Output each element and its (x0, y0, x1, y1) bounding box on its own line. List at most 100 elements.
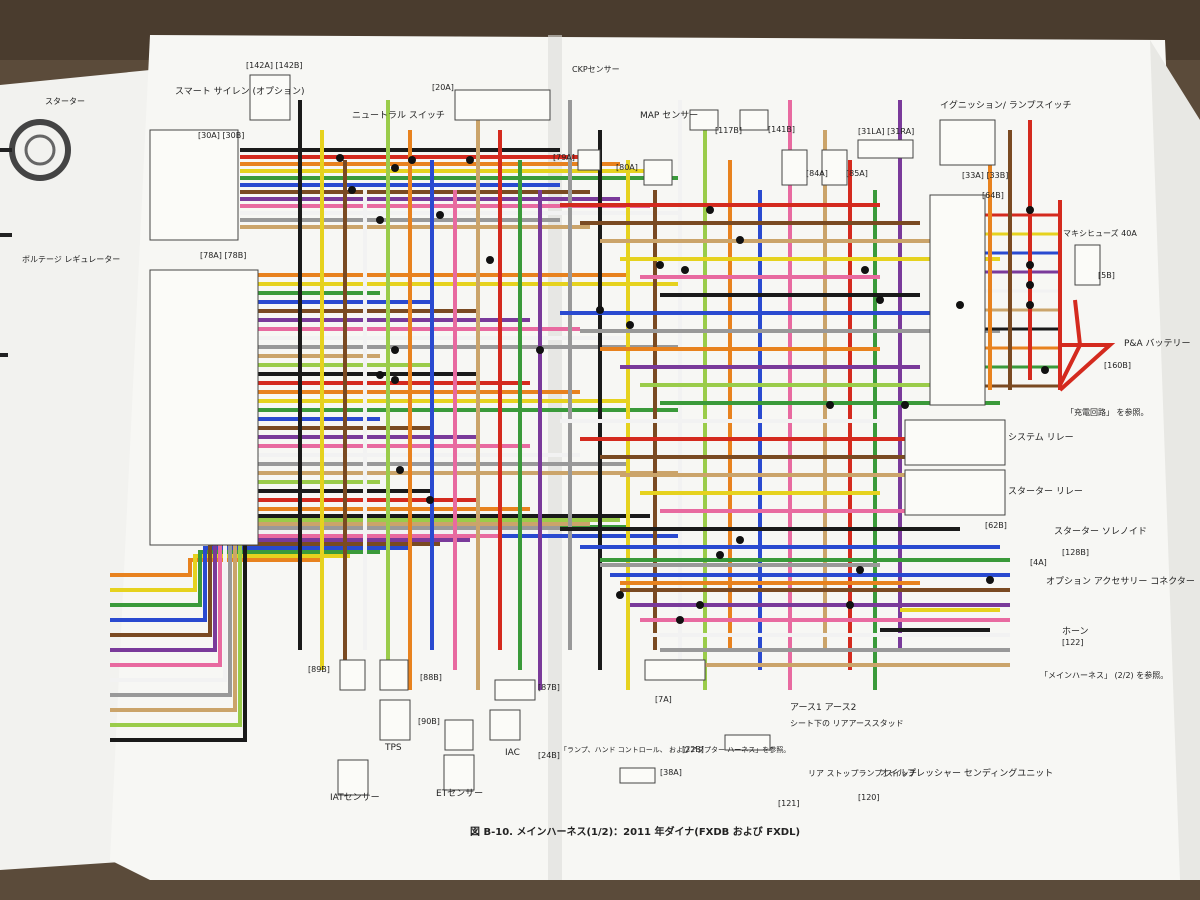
splice-dot (616, 591, 624, 599)
connector-78: [78A] [78B] (200, 251, 246, 260)
wire (110, 538, 470, 652)
connector-blocks (149, 74, 1101, 796)
battery-label: P&A バッテリー (1124, 338, 1190, 349)
wire (1058, 299, 1083, 386)
wire (110, 522, 590, 712)
splice-dot (436, 211, 444, 219)
connector-79a: [79A] (553, 153, 575, 162)
splice-dot (486, 256, 494, 264)
splice-dot (706, 206, 714, 214)
tps-label: TPS (384, 743, 402, 753)
connector-22b: [22B] (682, 745, 704, 754)
iat-sensor-label: IATセンサー (330, 792, 380, 803)
connector-7a: [7A] (655, 695, 672, 704)
splice-dot (466, 156, 474, 164)
connector-90 (444, 719, 474, 751)
figure-caption: 図 B-10. メインハーネス(1/2)：2011 年ダイナ(FXDB および … (470, 825, 800, 838)
connector-62b: [62B] (985, 521, 1007, 530)
connector-31 (857, 139, 914, 159)
connector-4a: [4A] (1030, 558, 1047, 567)
splice-dot (1026, 281, 1034, 289)
connector-38 (619, 767, 656, 784)
lamp-ref-label-1: 「ランプ、ハンド コントロール、 およびアダプター ハーネス」を参照。 (560, 745, 790, 754)
wire (110, 558, 320, 577)
connector-122: [122] (1062, 638, 1084, 647)
splice-dot (716, 551, 724, 559)
connector-85a: [85A] (846, 169, 868, 178)
wire (110, 534, 500, 667)
map-sensor-label: MAP センサー (640, 110, 698, 121)
splice-dot (376, 371, 384, 379)
connector-117 (689, 109, 719, 131)
connector-38a: [38A] (660, 768, 682, 777)
wire (110, 526, 560, 697)
wire (110, 542, 440, 637)
et-body (443, 754, 475, 791)
connector-24b: [24B] (538, 751, 560, 760)
splice-dot (846, 601, 854, 609)
wire (1058, 343, 1116, 392)
connector-117b: [117B] (715, 126, 742, 135)
splice-dot (391, 346, 399, 354)
iac-body (489, 709, 521, 741)
stop-lamp-switch-label: リア ストップランプ スイッチ (808, 769, 917, 778)
wire (110, 546, 410, 622)
fuse-block (929, 194, 986, 406)
connector-121: [121] (778, 799, 800, 808)
connector-128b: [128B] (1062, 548, 1089, 557)
connector-78 (149, 269, 259, 546)
splice-dot (596, 306, 604, 314)
connector-20a: [20A] (432, 83, 454, 92)
splice-dot (626, 321, 634, 329)
connector-20a (454, 89, 551, 121)
connector-7a (644, 659, 706, 681)
splice-dot (391, 376, 399, 384)
starter-relay-label: スターター リレー (1008, 486, 1083, 497)
connector-80 (643, 159, 673, 186)
connector-33: [33A] [33B] (962, 171, 1008, 180)
main-harness-ref-label: 「メインハーネス」 (2/2) を参照。 (1040, 670, 1168, 680)
connector-141 (739, 109, 769, 131)
connector-88b: [88B] (420, 673, 442, 682)
splice-dot (348, 186, 356, 194)
splice-dot (376, 216, 384, 224)
connector-88 (379, 659, 409, 691)
wire (110, 550, 380, 607)
starter-solenoid-label: スターター ソレノイド (1054, 526, 1147, 537)
splice-dot (656, 261, 664, 269)
splice-dot (856, 566, 864, 574)
wire (110, 554, 350, 592)
connector-5b: [5B] (1098, 271, 1115, 280)
tps-body (379, 699, 411, 741)
ignition-switch-label: イグニッション/ ランプスイッチ (940, 99, 1071, 111)
connector-90b: [90B] (418, 717, 440, 726)
connector-79 (577, 149, 601, 171)
splice-dot (408, 156, 416, 164)
connector-89b: [89B] (308, 665, 330, 674)
connector-30 (149, 129, 239, 241)
splice-dot (736, 236, 744, 244)
component-labels: スマート サイレン (オプション) [142A] [142B] ニュートラル ス… (175, 61, 1195, 808)
maxi-fuse-label: マキシヒューズ 40A (1063, 228, 1137, 238)
system-relay (904, 419, 1006, 466)
splice-dot (861, 266, 869, 274)
connector-33 (939, 119, 996, 166)
connector-87 (494, 679, 536, 701)
connector-85 (821, 149, 848, 186)
wire (110, 530, 530, 682)
iac-label: IAC (505, 748, 520, 758)
voltage-regulator-label: ボルテージ レギュレーター (22, 255, 120, 264)
splice-dot (1041, 366, 1049, 374)
splice-dot (396, 466, 404, 474)
connector-89 (339, 659, 366, 691)
connector-30: [30A] [30B] (198, 131, 244, 140)
option-accessory-label: オプション アクセサリー コネクター (1046, 576, 1195, 587)
maxi-fuse (1074, 244, 1101, 286)
connector-141b: [141B] (768, 125, 795, 134)
ground-stud-label: シート下の リアアーススタッド (790, 719, 904, 728)
splice-dot (536, 346, 544, 354)
splice-dot (681, 266, 689, 274)
splice-dot (336, 154, 344, 162)
splice-dot (901, 401, 909, 409)
